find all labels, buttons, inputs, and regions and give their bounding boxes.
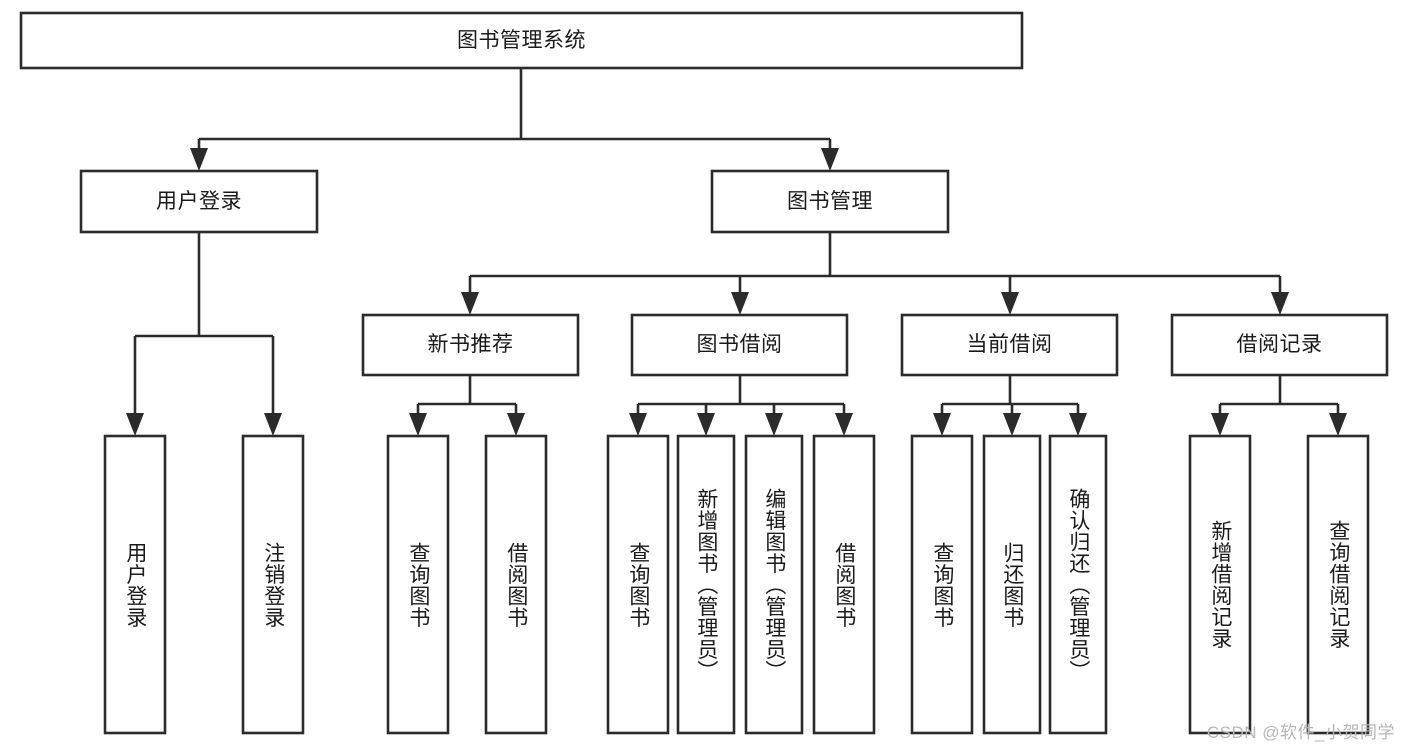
node-box-root[interactable] — [19, 11, 1024, 70]
node-box-leaf-borrow-book-1[interactable] — [484, 434, 548, 735]
node-box-book-management[interactable] — [710, 169, 950, 234]
node-box-leaf-confirm-return[interactable] — [1048, 434, 1108, 735]
connector-new-book-recommend-to-leaves — [409, 375, 525, 436]
node-box-borrow-record[interactable] — [1170, 313, 1389, 377]
node-box-leaf-add-book[interactable] — [676, 434, 736, 735]
node-box-current-borrow[interactable] — [900, 313, 1119, 377]
node-box-new-book-recommend[interactable] — [361, 313, 580, 377]
node-box-leaf-edit-book[interactable] — [744, 434, 804, 735]
connector-user-login-to-leaves — [126, 232, 282, 436]
connector-root-to-level2 — [190, 68, 839, 171]
connector-borrow-record-to-leaves — [1211, 375, 1347, 436]
node-box-user-login[interactable] — [79, 169, 319, 234]
connector-current-borrow-to-leaves — [933, 375, 1087, 436]
node-box-leaf-query-book-3[interactable] — [910, 434, 974, 735]
connector-book-management-to-level3 — [461, 232, 1289, 315]
node-box-leaf-borrow-book-2[interactable] — [812, 434, 876, 735]
node-box-book-borrow[interactable] — [630, 313, 849, 377]
node-box-leaf-add-borrow-record[interactable] — [1188, 434, 1252, 735]
node-box-leaf-user-login[interactable] — [103, 434, 167, 735]
connector-book-borrow-to-leaves — [629, 375, 853, 436]
node-box-leaf-return-book[interactable] — [982, 434, 1042, 735]
node-box-leaf-query-book-1[interactable] — [386, 434, 450, 735]
node-box-leaf-query-borrow-record[interactable] — [1306, 434, 1370, 735]
node-box-leaf-logout-login[interactable] — [241, 434, 305, 735]
node-box-leaf-query-book-2[interactable] — [606, 434, 670, 735]
